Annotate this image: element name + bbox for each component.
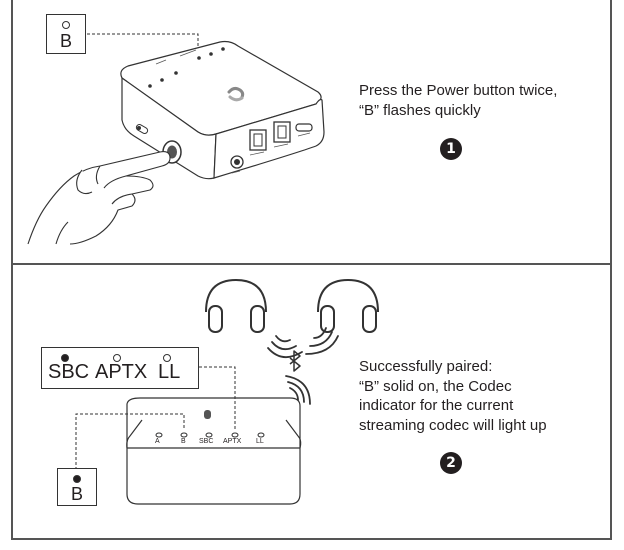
hand-icon — [27, 151, 171, 245]
aptx-led — [113, 354, 121, 362]
step2-line-4: streaming codec will light up — [359, 416, 547, 434]
step1-b-indicator-box: B — [46, 14, 86, 54]
brand-logo-icon — [227, 86, 245, 102]
step1-line-2: “B” flashes quickly — [359, 101, 481, 119]
codec-label-ll: LL — [158, 361, 181, 383]
step2-instruction-text: Successfully paired: “B” solid on, the C… — [359, 357, 547, 435]
step2-b-indicator-box: B — [57, 468, 97, 506]
bluetooth-icon — [289, 350, 301, 372]
device-top-leds — [148, 47, 225, 88]
ll-led — [163, 354, 171, 362]
step1-instruction-text: Press the Power button twice, “B” flashe… — [359, 81, 557, 120]
signal-waves-icon — [267, 327, 339, 405]
device-led-label: SBC — [199, 438, 214, 445]
codec-indicator-box: SBC APTX LL — [41, 347, 199, 389]
step2-line-3: indicator for the current — [359, 397, 514, 414]
codec-label-sbc: SBC — [48, 361, 90, 383]
section-divider — [11, 263, 612, 265]
device-led-label: APTX — [223, 438, 242, 445]
b-indicator-letter: B — [60, 31, 73, 51]
device-led-label: A — [155, 438, 160, 445]
instruction-frame — [11, 0, 612, 540]
step2-number-badge: 2 — [440, 452, 462, 474]
sbc-led — [61, 354, 69, 362]
b-indicator-letter: B — [71, 484, 84, 504]
step1-line-1: Press the Power button twice, — [359, 82, 558, 99]
headphones-icon — [205, 278, 267, 333]
headphones-icon — [317, 278, 379, 333]
device-led-label: B — [181, 438, 186, 445]
step1-number-badge: 1 — [440, 138, 462, 160]
step2-line-1: Successfully paired: — [359, 358, 493, 375]
device-led-label: LL — [256, 438, 264, 445]
b-indicator-led — [73, 475, 81, 483]
b-indicator-led — [62, 21, 70, 29]
step2-line-2: “B” solid on, the Codec — [359, 377, 512, 395]
codec-label-aptx: APTX — [95, 361, 148, 383]
